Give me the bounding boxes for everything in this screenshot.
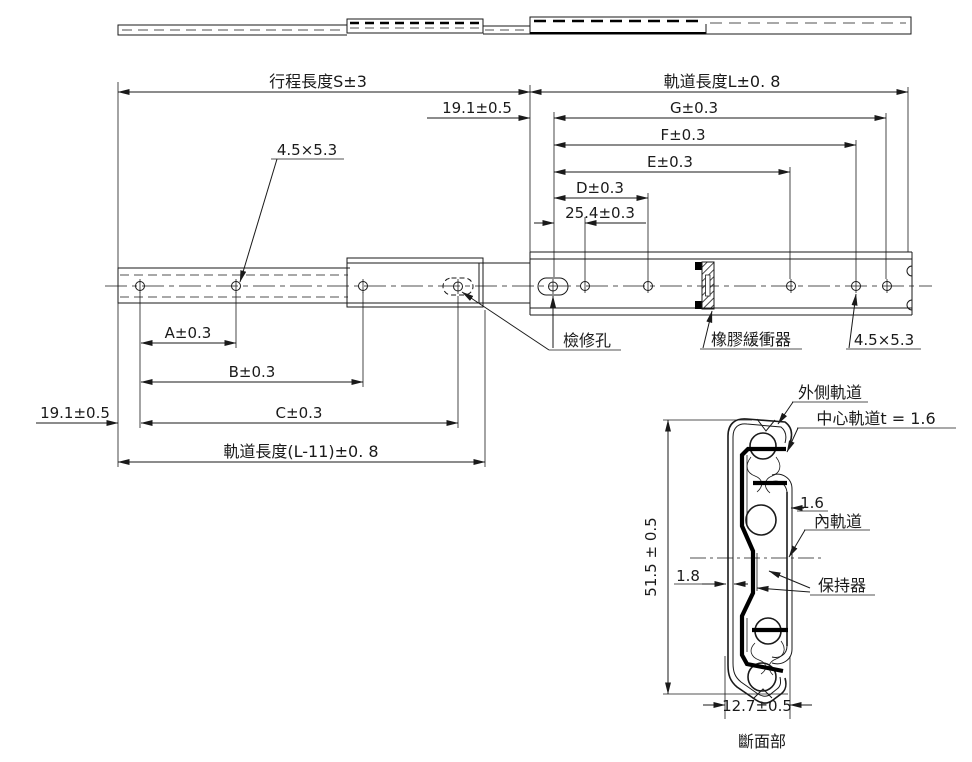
inner-rail-profile — [771, 474, 792, 664]
label-dim-51-5: 51.5 ± 0.5 — [642, 517, 660, 596]
hole — [136, 279, 145, 293]
inspection-slot-hidden — [443, 278, 473, 295]
hole — [232, 279, 241, 293]
inner-rail-top-view — [118, 25, 347, 35]
inner-rail — [118, 268, 350, 303]
leader-slot-left — [240, 159, 277, 283]
end-notches — [907, 266, 912, 310]
label-stroke-length: 行程長度S±3 — [269, 72, 367, 91]
label-dim-e: E±0.3 — [647, 153, 693, 171]
main-view — [36, 82, 932, 467]
middle-rail-top-view — [347, 19, 530, 34]
label-dim-12-7: 12.7±0.5 — [722, 697, 792, 715]
label-inner-rail: 內軌道 — [814, 512, 862, 531]
hole — [852, 279, 861, 293]
leader-outer-rail — [778, 402, 793, 425]
hole — [581, 279, 590, 293]
inspection-slot-visible — [538, 278, 568, 295]
label-retainer: 保持器 — [818, 576, 866, 595]
label-rubber-bumper: 橡膠緩衝器 — [711, 330, 791, 349]
label-rail-length-minus-11: 軌道長度(L-11)±0. 8 — [223, 442, 378, 461]
hole — [787, 279, 796, 293]
label-center-rail: 中心軌道t = 1.6 — [816, 409, 935, 428]
label-dim-d: D±0.3 — [576, 179, 624, 197]
hole — [883, 279, 892, 293]
label-outer-rail: 外側軌道 — [798, 383, 862, 402]
hole — [644, 279, 653, 293]
label-inspection-hole: 檢修孔 — [563, 331, 611, 350]
section-view — [663, 402, 956, 719]
section-leaders — [756, 402, 956, 595]
leader-slot-right — [849, 293, 858, 348]
label-dim-1-6: 1.6 — [800, 494, 824, 512]
section-dimensions — [663, 420, 828, 719]
outer-rail — [530, 252, 912, 315]
top-view-extended-slide — [118, 17, 911, 35]
leader-retainer-2 — [756, 585, 810, 592]
label-19-1-top: 19.1±0.5 — [442, 99, 512, 117]
label-rail-length: 軌道長度L±0. 8 — [664, 72, 781, 91]
hole — [359, 279, 368, 293]
dimension-lines — [36, 89, 909, 465]
extension-lines — [118, 82, 908, 467]
leader-bumper — [703, 310, 712, 348]
rubber-bumper — [695, 262, 714, 309]
leader-inner-rail — [789, 530, 805, 558]
label-dim-f: F±0.3 — [660, 126, 705, 144]
label-dim-g: G±0.3 — [670, 99, 718, 117]
mounting-holes — [136, 278, 892, 295]
leader-center-rail — [787, 428, 798, 453]
center-rail-profile — [742, 449, 788, 671]
leader-lines — [240, 159, 921, 350]
label-19-1-left: 19.1±0.5 — [40, 404, 110, 422]
labels: 行程長度S±3 軌道長度L±0. 8 19.1±0.5 G±0.3 F±0.3 … — [40, 72, 936, 751]
label-dim-25-4: 25.4±0.3 — [565, 204, 635, 222]
label-dim-a: A±0.3 — [165, 324, 212, 342]
outer-rail-top-view — [530, 17, 911, 34]
label-section-title: 斷面部 — [738, 732, 786, 751]
middle-rail — [347, 258, 530, 307]
label-slot-right: 4.5×5.3 — [854, 331, 914, 349]
leader-inspection-2 — [461, 292, 549, 350]
label-dim-b: B±0.3 — [229, 363, 276, 381]
leader-retainer-1 — [768, 571, 810, 588]
label-dim-c: C±0.3 — [276, 404, 323, 422]
label-dim-1-8: 1.8 — [676, 567, 700, 585]
label-slot-left: 4.5×5.3 — [277, 141, 337, 159]
